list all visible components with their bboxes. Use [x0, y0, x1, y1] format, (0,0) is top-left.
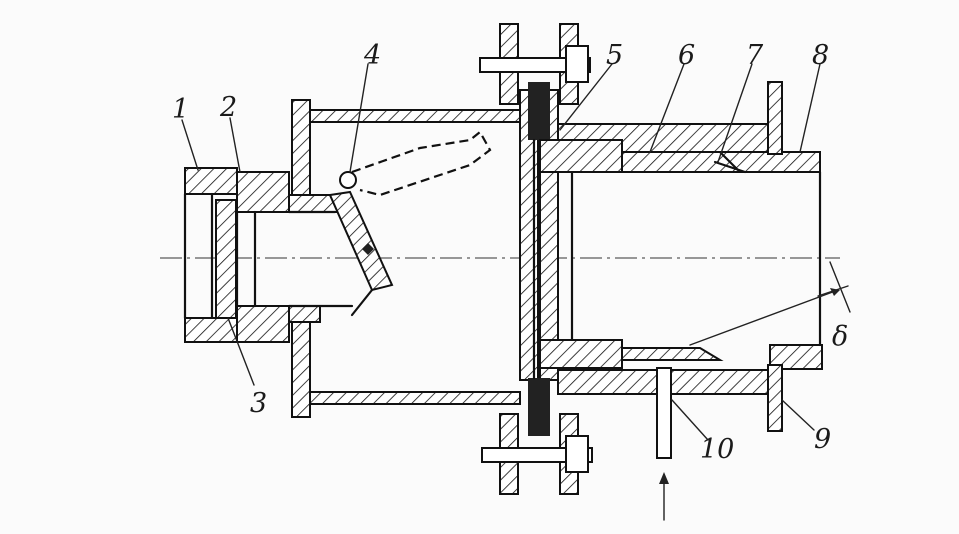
label-1: 1	[172, 94, 189, 125]
body-left-flange	[291, 99, 311, 418]
label-6: 6	[678, 40, 695, 71]
label-2: 2	[219, 92, 237, 123]
sealing-ring	[215, 199, 237, 319]
label-9: 9	[814, 424, 831, 455]
inlet-nipple	[183, 167, 238, 343]
label-delta: δ	[832, 321, 848, 352]
label-7: 7	[746, 40, 764, 71]
check-flap	[328, 171, 394, 317]
mounting-flange	[767, 81, 783, 432]
valve-body-shell	[309, 109, 521, 405]
inner-liner	[539, 139, 743, 369]
label-5: 5	[606, 40, 623, 71]
flap-open-position	[351, 130, 492, 197]
ejector-gap	[689, 160, 839, 346]
gas-inlet-tube	[656, 367, 672, 521]
central-flange	[519, 82, 559, 436]
label-3: 3	[250, 388, 267, 419]
bottom-bolt	[481, 413, 593, 495]
delta-dimension	[817, 261, 851, 313]
threaded-coupling	[235, 171, 290, 343]
label-4: 4	[363, 40, 381, 71]
leader-lines	[181, 63, 821, 441]
top-bolt	[479, 23, 591, 105]
outlet-nozzle	[717, 151, 823, 370]
label-10: 10	[700, 434, 734, 465]
label-8: 8	[812, 40, 829, 71]
inclined-seat-pipe	[287, 194, 354, 323]
